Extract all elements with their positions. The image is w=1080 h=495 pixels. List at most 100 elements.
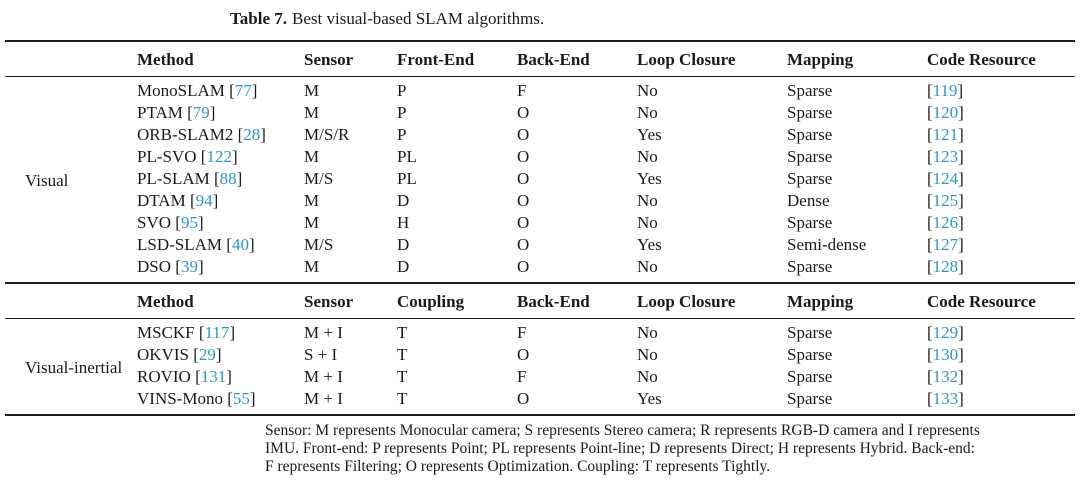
coupling-frontend-cell: PL [397,169,417,188]
code-resource-cell: [126] [927,213,964,232]
sensor-cell: M [304,213,320,232]
code-resource-cell: [133] [927,389,964,408]
citation-link[interactable]: 77 [234,81,252,100]
sensor-cell: M [304,81,320,100]
code-resource-cell: [128] [927,257,964,276]
citation-link[interactable]: 125 [932,191,959,210]
citation-link[interactable]: 29 [198,345,216,364]
table-footnote: Sensor: M represents Monocular camera; S… [265,422,1080,475]
method-name: DTAM [137,191,186,210]
citation-link[interactable]: 128 [932,257,959,276]
table-caption: Table 7.Best visual-based SLAM algorithm… [230,8,1080,30]
citation-link[interactable]: 132 [932,367,959,386]
citation-link[interactable]: 122 [206,147,232,166]
method-name: SVO [137,213,172,232]
citation-link[interactable]: 131 [200,367,227,386]
mapping-cell: Sparse [787,147,833,166]
column-header-front-end: Front-End [397,50,475,69]
method-name: VINS-Mono [137,389,223,408]
coupling-frontend-cell: D [397,257,410,276]
loop-closure-cell: No [637,191,658,210]
backend-cell: O [517,147,530,166]
citation-link[interactable]: 123 [932,147,959,166]
group-label: Visual-inertial [25,358,123,377]
coupling-frontend-cell: P [397,125,407,144]
method-cell: LSD-SLAM [40] [137,235,255,254]
group-header-cell [5,283,137,319]
mapping-cell: Sparse [787,367,833,386]
citation-link[interactable]: 130 [932,345,959,364]
mapping-cell: Sparse [787,81,833,100]
coupling-frontend-cell: D [397,235,410,254]
mapping-cell: Sparse [787,257,833,276]
code-resource-cell: [119] [927,81,964,100]
method-name: OKVIS [137,345,189,364]
coupling-frontend-cell: P [397,81,407,100]
citation-link[interactable]: 120 [932,103,959,122]
citation-link[interactable]: 127 [932,235,959,254]
backend-cell: O [517,389,530,408]
citation-link[interactable]: 126 [932,213,959,232]
method-cell: MSCKF [117] [137,323,236,342]
code-resource-cell: [121] [927,125,964,144]
citation-link[interactable]: 119 [932,81,958,100]
citation-link[interactable]: 28 [243,125,261,144]
citation-link[interactable]: 129 [932,323,959,342]
method-cell: DTAM [94] [137,191,219,210]
code-resource-cell: [125] [927,191,964,210]
coupling-frontend-cell: D [397,191,410,210]
citation-link[interactable]: 124 [932,169,959,188]
method-cell: VINS-Mono [55] [137,389,256,408]
method-name: PTAM [137,103,183,122]
citation-link[interactable]: 39 [180,257,198,276]
citation-link[interactable]: 133 [932,389,959,408]
citation-link[interactable]: 55 [232,389,250,408]
column-header-mapping: Mapping [787,292,854,311]
method-cell: PL-SLAM [88] [137,169,243,188]
code-resource-cell: [130] [927,345,964,364]
backend-cell: O [517,125,530,144]
backend-cell: O [517,345,530,364]
coupling-frontend-cell: T [397,367,408,386]
backend-cell: O [517,191,530,210]
column-header-method: Method [137,292,194,311]
mapping-cell: Sparse [787,125,833,144]
citation-link[interactable]: 88 [219,169,237,188]
citation-link[interactable]: 121 [932,125,959,144]
sensor-cell: M [304,147,320,166]
column-header-back-end: Back-End [517,292,590,311]
loop-closure-cell: No [637,213,658,232]
sensor-cell: M + I [304,389,343,408]
method-name: PL-SLAM [137,169,210,188]
code-resource-cell: [124] [927,169,964,188]
column-header-mapping: Mapping [787,50,854,69]
method-cell: PTAM [79] [137,103,216,122]
loop-closure-cell: No [637,147,658,166]
citation-link[interactable]: 40 [231,235,249,254]
mapping-cell: Sparse [787,103,833,122]
method-cell: SVO [95] [137,213,204,232]
citation-link[interactable]: 79 [192,103,210,122]
column-header-code-resource: Code Resource [927,50,1036,69]
code-resource-cell: [129] [927,323,964,342]
citation-link[interactable]: 95 [180,213,198,232]
loop-closure-cell: No [637,103,658,122]
coupling-frontend-cell: H [397,213,410,232]
method-cell: DSO [39] [137,257,204,276]
method-name: PL-SVO [137,147,197,166]
column-header-method: Method [137,50,194,69]
citation-link[interactable]: 117 [204,323,230,342]
coupling-frontend-cell: T [397,389,408,408]
caption-label: Table 7. [230,9,288,28]
citation-link[interactable]: 94 [195,191,213,210]
